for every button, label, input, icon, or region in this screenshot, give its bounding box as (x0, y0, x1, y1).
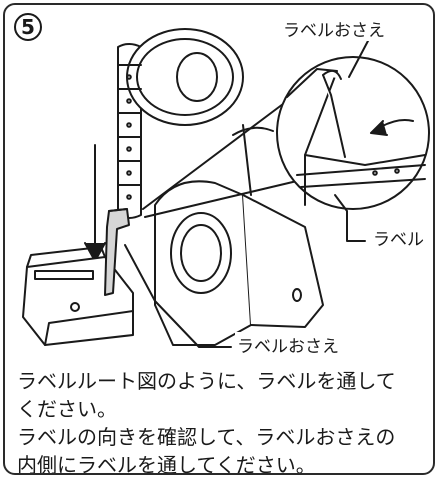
instruction-text: ラベルルート図のように、ラベルを通して ください。 ラベルの向きを確認して、ラベ… (17, 367, 429, 475)
instruction-line-1: ラベルルート図のように、ラベルを通して (17, 369, 396, 393)
zoom-detail (142, 56, 430, 218)
instruction-card: 5 ラベルおさえ ラベル ラベルおさえ ラベルルート図のように、ラベルを通して … (3, 3, 435, 475)
printer-head (22, 246, 134, 346)
callout-label-holder-top: ラベルおさえ (281, 16, 387, 41)
instruction-line-4: 内側にラベルを通してください。 (17, 453, 316, 475)
label-roll (117, 28, 244, 219)
labeler-illustration (22, 28, 430, 348)
feed-direction-arrow (84, 144, 106, 262)
labeler-body (154, 124, 324, 346)
instruction-line-3: ラベルの向きを確認して、ラベルおさえの (17, 425, 396, 449)
label-holder-part (104, 208, 130, 296)
callout-label: ラベル (371, 225, 426, 250)
step-number-badge: 5 (14, 13, 42, 41)
callout-label-holder-bottom: ラベルおさえ (235, 332, 341, 357)
instruction-line-2: ください。 (17, 397, 117, 421)
